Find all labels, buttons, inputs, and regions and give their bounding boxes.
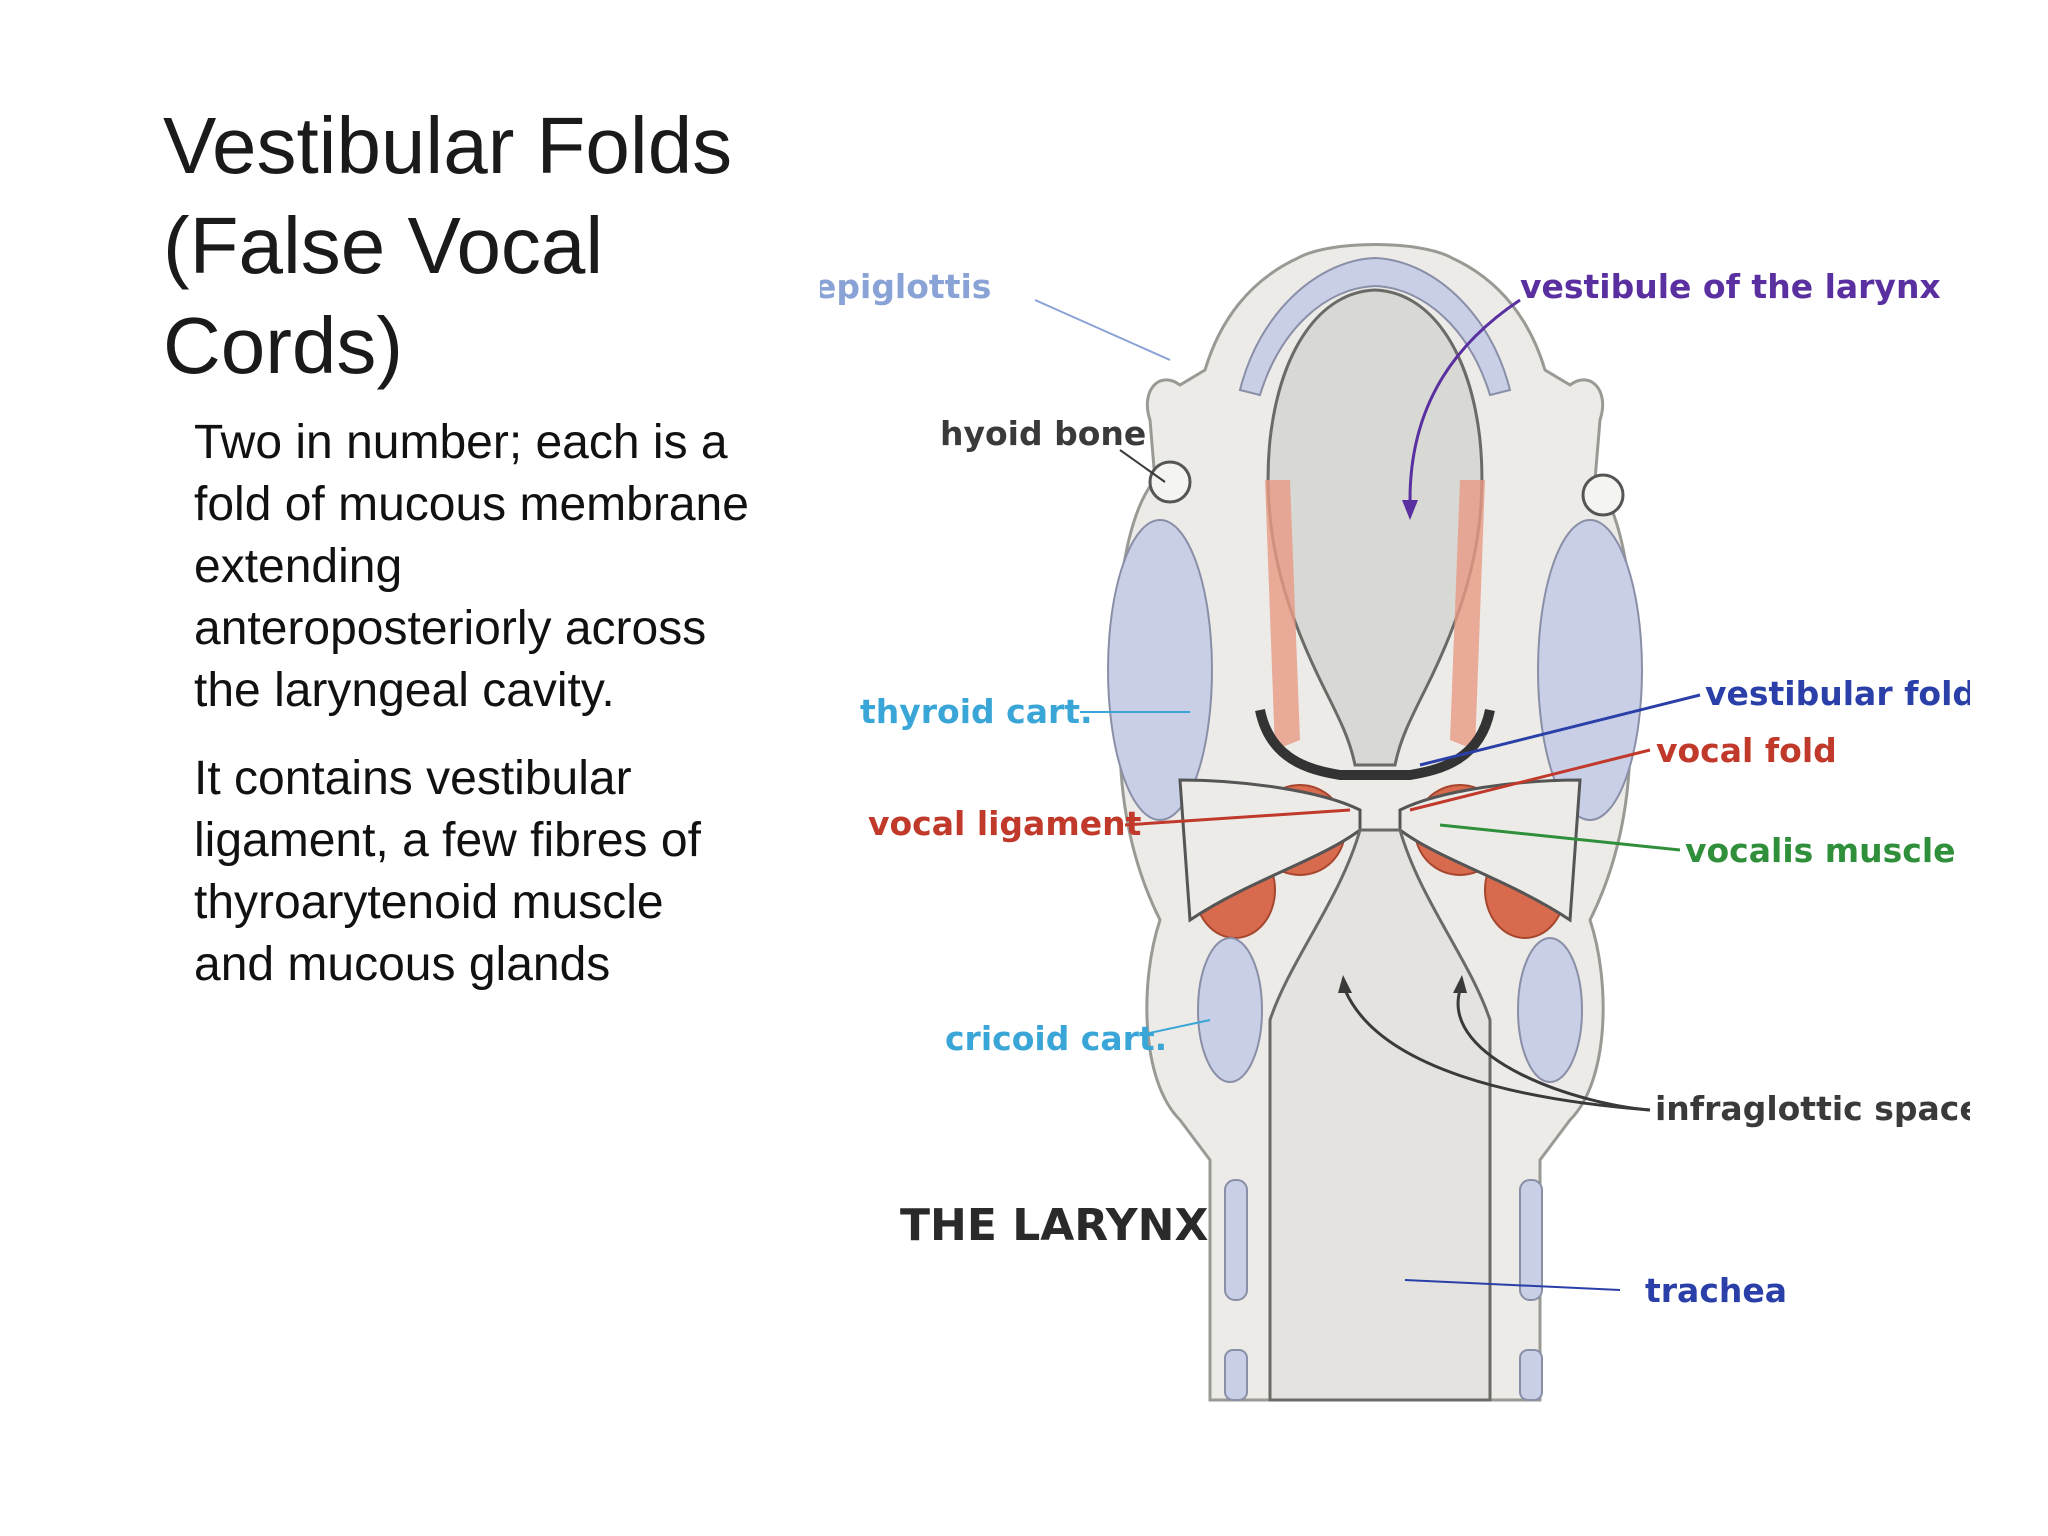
body-line: thyroarytenoid muscle: [194, 876, 664, 929]
title-line-2: (False Vocal: [163, 201, 604, 290]
body-line: Two in number; each is a: [194, 416, 728, 469]
body-line: extending: [194, 540, 403, 593]
vestibule-cavity: [1266, 288, 1484, 767]
slide-title: Vestibular Folds (False Vocal Cords): [163, 96, 863, 396]
label-vestibular-fold: vestibular fold: [1705, 674, 1970, 713]
epiglottis-band: [1238, 256, 1512, 397]
label-infraglottic-space: infraglottic space: [1655, 1089, 1970, 1128]
hyoid-bone-left: [1148, 460, 1192, 504]
leader-hyoid: [1119, 449, 1166, 483]
body-paragraph-1: Two in number; each is a fold of mucous …: [194, 412, 834, 722]
label-vestibule: vestibule of the larynx: [1520, 267, 1941, 306]
thyroarytenoid-strip-left: [1265, 480, 1300, 750]
hyoid-bone-right: [1581, 473, 1625, 517]
tracheal-ring-left: [1224, 1179, 1248, 1301]
slide-body: Two in number; each is a fold of mucous …: [194, 412, 834, 1022]
label-vocal-ligament: vocal ligament: [868, 804, 1142, 843]
leader-infraglottic-2: [1456, 989, 1651, 1112]
leader-cricoid: [1139, 1019, 1211, 1036]
label-vocalis-muscle: vocalis muscle: [1685, 831, 1956, 870]
tracheal-ring-right: [1519, 1179, 1543, 1301]
body-line: the laryngeal cavity.: [194, 664, 615, 717]
leader-trachea: [1404, 1279, 1621, 1291]
infraglottic-lumen: [1268, 828, 1492, 1402]
label-thyroid-cartilage: thyroid cart.: [860, 692, 1093, 731]
thyroarytenoid-strip-right: [1450, 480, 1485, 750]
leader-epiglottis: [1034, 299, 1171, 361]
diagram-caption: THE LARYNX: [900, 1200, 1208, 1251]
label-hyoid-bone: hyoid bone: [940, 414, 1146, 453]
infraglottic-arrowhead-1: [1338, 975, 1352, 993]
cricoid-cartilage-right: [1517, 937, 1583, 1083]
title-line-1: Vestibular Folds: [163, 101, 733, 190]
tracheal-ring-left-2: [1224, 1349, 1248, 1401]
leader-vestibular-fold: [1419, 693, 1701, 767]
leader-vocalis: [1439, 823, 1681, 852]
label-vocal-fold: vocal fold: [1656, 731, 1837, 770]
leader-vocal-ligament: [1124, 808, 1351, 827]
vestibular-fold-line: [1255, 708, 1495, 780]
title-line-3: Cords): [163, 301, 404, 390]
leader-vestibule: [1408, 298, 1521, 501]
leader-infraglottic-1: [1343, 989, 1651, 1112]
body-line: fold of mucous membrane: [194, 478, 749, 531]
body-line: anteroposteriorly across: [194, 602, 707, 655]
body-paragraph-2: It contains vestibular ligament, a few f…: [194, 748, 834, 996]
infraglottic-arrowhead-2: [1453, 975, 1467, 993]
thyroid-cartilage-right: [1537, 519, 1643, 821]
label-trachea: trachea: [1645, 1271, 1787, 1310]
leader-vocal-fold: [1409, 748, 1651, 812]
vestibule-arrowhead: [1402, 500, 1418, 520]
body-line: It contains vestibular: [194, 752, 632, 805]
label-epiglottis: epiglottis: [820, 267, 991, 306]
cricoid-cartilage-left: [1197, 937, 1263, 1083]
tracheal-ring-right-2: [1519, 1349, 1543, 1401]
body-line: and mucous glands: [194, 938, 611, 991]
larynx-illustration: epiglottis vestibule of the larynx hyoid…: [820, 243, 1970, 1402]
body-line: ligament, a few fibres of: [194, 814, 701, 867]
label-cricoid-cartilage: cricoid cart.: [945, 1019, 1167, 1058]
thyroid-cartilage-left: [1107, 519, 1213, 821]
larynx-diagram: epiglottis vestibule of the larynx hyoid…: [820, 220, 1970, 1430]
